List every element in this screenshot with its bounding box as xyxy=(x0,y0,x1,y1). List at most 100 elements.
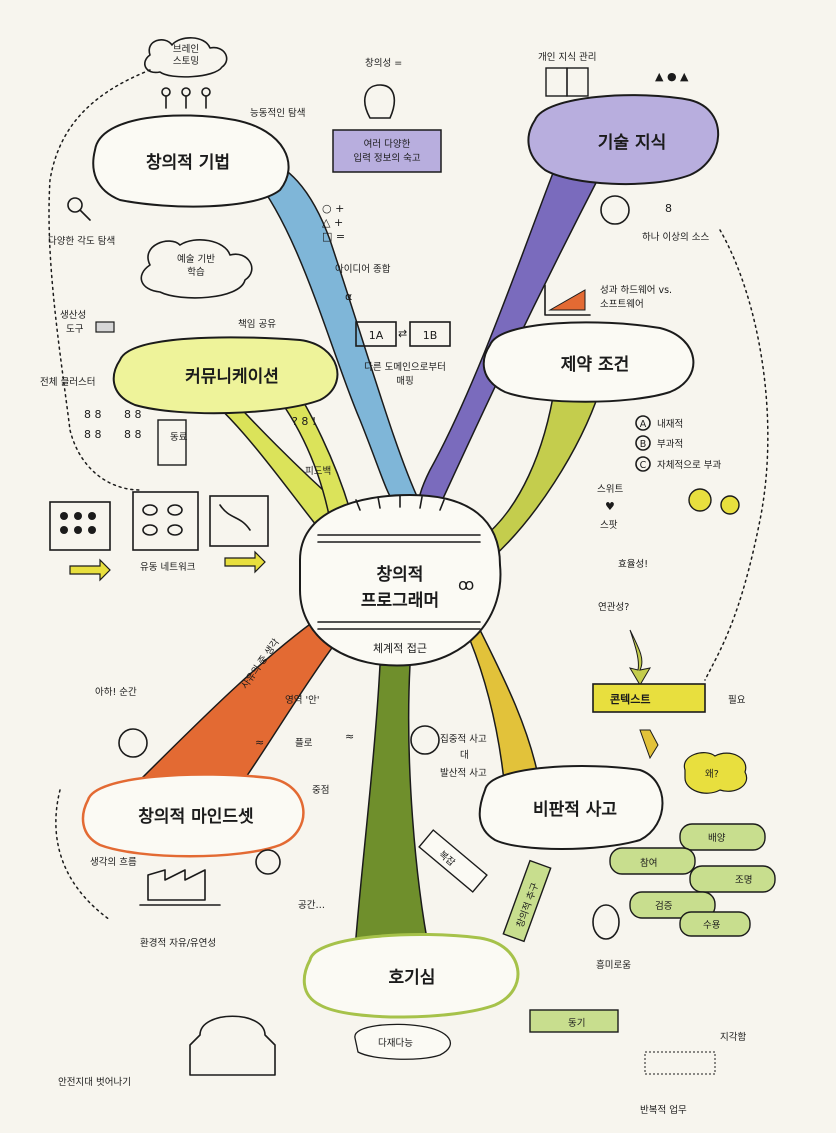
hub-technical-knowledge: 기술 지식 xyxy=(527,94,720,186)
one-or-more-source: 8 하나 이상의 소스 xyxy=(600,195,709,243)
svg-text:? 8 !: ? 8 ! xyxy=(292,415,316,428)
idea-synthesis: ○ + △ + □ = 아이디어 종합 α xyxy=(322,202,391,303)
art-learning-label-1: 예술 기반 xyxy=(177,254,215,265)
imposed-label: 부과적 xyxy=(657,438,683,450)
hub-communication-label: 커뮤니케이션 xyxy=(185,367,279,387)
flow-network-label: 유동 네트워크 xyxy=(140,562,196,573)
personal-knowledge: 개인 지식 관리 ▲ ● ▲ xyxy=(538,52,689,97)
svg-text:△ +: △ + xyxy=(322,216,343,229)
dotted-connector-mindset xyxy=(55,789,111,921)
domain-mapping-label-2: 매핑 xyxy=(396,376,413,387)
fun-balloon: 흥미로움 xyxy=(592,904,631,971)
verification-label: 검증 xyxy=(655,900,673,912)
center-title-1: 창의적 xyxy=(377,565,424,585)
hub-communication: 커뮤니케이션 xyxy=(112,336,339,415)
personal-knowledge-label: 개인 지식 관리 xyxy=(538,52,596,63)
why-label: 왜? xyxy=(705,769,719,780)
svg-text:≈: ≈ xyxy=(255,736,264,749)
svg-text:8 8: 8 8 xyxy=(124,428,142,441)
lightbulb-icon xyxy=(118,728,148,758)
center-node: 창의적 프로그래머 체계적 접근 ꝏ xyxy=(299,493,502,667)
center-squiggle: ꝏ xyxy=(458,575,474,594)
motivation-tag: 동기 xyxy=(529,1009,619,1033)
cluster-label: 전체 클러스터 xyxy=(40,377,95,388)
idea-synthesis-label: 아이디어 종합 xyxy=(335,264,391,275)
needed-label: 필요 xyxy=(728,694,746,706)
art-learning: 예술 기반 학습 xyxy=(140,239,253,299)
context-box: 콘텍스트 필요 xyxy=(592,683,746,713)
center-blob xyxy=(299,493,502,667)
flow-zone: 영역 '안' 플로 ≈ ≈ 중점 xyxy=(255,695,354,796)
people-icon xyxy=(161,87,211,109)
roller-icon xyxy=(95,321,115,333)
svg-text:8 8: 8 8 xyxy=(84,428,102,441)
dotted-connector-left xyxy=(48,69,151,491)
brainstorm-group: 브레인 스토밍 xyxy=(144,37,228,109)
magnifier-icon xyxy=(67,197,83,213)
versus-label: 대 xyxy=(460,750,469,761)
brainstorm-label-2: 스토밍 xyxy=(173,56,199,67)
hub-constraints-label: 제약 조건 xyxy=(561,354,629,375)
center-subtitle: 체계적 접근 xyxy=(373,642,427,655)
thought-flow-label: 생각의 흐름 xyxy=(90,856,137,868)
factory-icon xyxy=(139,869,221,906)
hub-technical-knowledge-label: 기술 지식 xyxy=(598,133,666,153)
armchair-icon xyxy=(189,1015,276,1076)
svg-text:8 8: 8 8 xyxy=(84,408,102,421)
focus-label: 중점 xyxy=(312,784,329,796)
efficiency-label: 효율성! xyxy=(618,559,648,570)
convergent-divergent: 집중적 사고 대 발산적 사고 xyxy=(410,725,487,779)
various-angles-label: 다양한 각도 탐색 xyxy=(48,235,115,247)
hub-curiosity: 호기심 xyxy=(302,932,520,1019)
hub-curiosity-label: 호기심 xyxy=(389,968,436,988)
svg-text:8 8: 8 8 xyxy=(124,408,142,421)
shapes-icon: ▲ ● ▲ xyxy=(655,70,689,83)
svg-text:생산성: 생산성 xyxy=(60,310,86,321)
branch-critical-thinking xyxy=(469,628,541,791)
branch-curiosity xyxy=(354,664,431,956)
svg-text:α: α xyxy=(345,290,352,303)
constraint-options: A 내재적 B 부과적 C 자체적으로 부과 xyxy=(635,415,721,472)
hub-constraints: 제약 조건 xyxy=(482,321,695,403)
perf-hw-sw-label-1: 성과 하드웨어 vs. xyxy=(600,284,672,296)
cluster: 전체 클러스터 8 8 8 8 8 8 8 8 동료 xyxy=(40,377,188,466)
repetitive-label: 반복적 업무 xyxy=(640,1104,687,1116)
svg-text:도구: 도구 xyxy=(66,324,84,335)
svg-text:8: 8 xyxy=(665,202,672,215)
acceptance-label: 수용 xyxy=(703,920,721,931)
versatile-bubble: 다재다능 xyxy=(354,1023,452,1060)
aha-label: 아하! 순간 xyxy=(95,686,137,698)
fermentation-label-2: 입력 정보의 숙고 xyxy=(353,152,420,164)
perf-hw-sw: 성과 하드웨어 vs. 소프트웨어 xyxy=(544,284,672,316)
book-share-label: 책임 공유 xyxy=(238,318,276,330)
perf-hw-sw-label-2: 소프트웨어 xyxy=(600,298,644,310)
arrow-down-icon xyxy=(628,629,651,686)
center-title-2: 프로그래머 xyxy=(361,591,439,611)
hub-critical-thinking-label: 비판적 사고 xyxy=(533,800,617,820)
people-grid-icon: 8 8 8 8 8 8 8 8 xyxy=(84,408,142,441)
lighting-label: 조명 xyxy=(735,875,752,886)
zone-in-label: 영역 '안' xyxy=(285,695,319,706)
productivity-tool: 생산성 도구 xyxy=(60,310,115,335)
perception-label: 지각함 xyxy=(720,1031,746,1043)
complexity-tag: 복잡 xyxy=(418,829,488,893)
hub-creative-technique-label: 창의적 기법 xyxy=(146,153,230,173)
sun-rays xyxy=(355,495,445,511)
svg-text:B: B xyxy=(640,439,647,450)
svg-text:스위트: 스위트 xyxy=(597,483,623,495)
sweet-spot: 스위트 ♥ 스팟 효율성! 연관성? xyxy=(597,483,648,613)
flow-label: 플로 xyxy=(295,738,313,749)
fun-label: 흥미로움 xyxy=(596,959,631,971)
domain-mapping-label-1: 다른 도메인으로부터 xyxy=(364,362,446,373)
why-cloud: 왜? xyxy=(683,752,748,794)
various-angles: 다양한 각도 탐색 xyxy=(48,197,115,247)
art-learning-label-2: 학습 xyxy=(187,267,205,278)
heart-icon: ♥ xyxy=(605,500,615,513)
feedback-label: 피드백 xyxy=(305,466,331,477)
fermentation-stack: 배양 참여 조명 검증 수용 xyxy=(609,823,776,937)
svg-text:A: A xyxy=(640,419,647,430)
divergent-label: 발산적 사고 xyxy=(440,767,487,779)
domain-a-label: 1A xyxy=(369,329,384,342)
relevance-label: 연관성? xyxy=(598,602,629,613)
